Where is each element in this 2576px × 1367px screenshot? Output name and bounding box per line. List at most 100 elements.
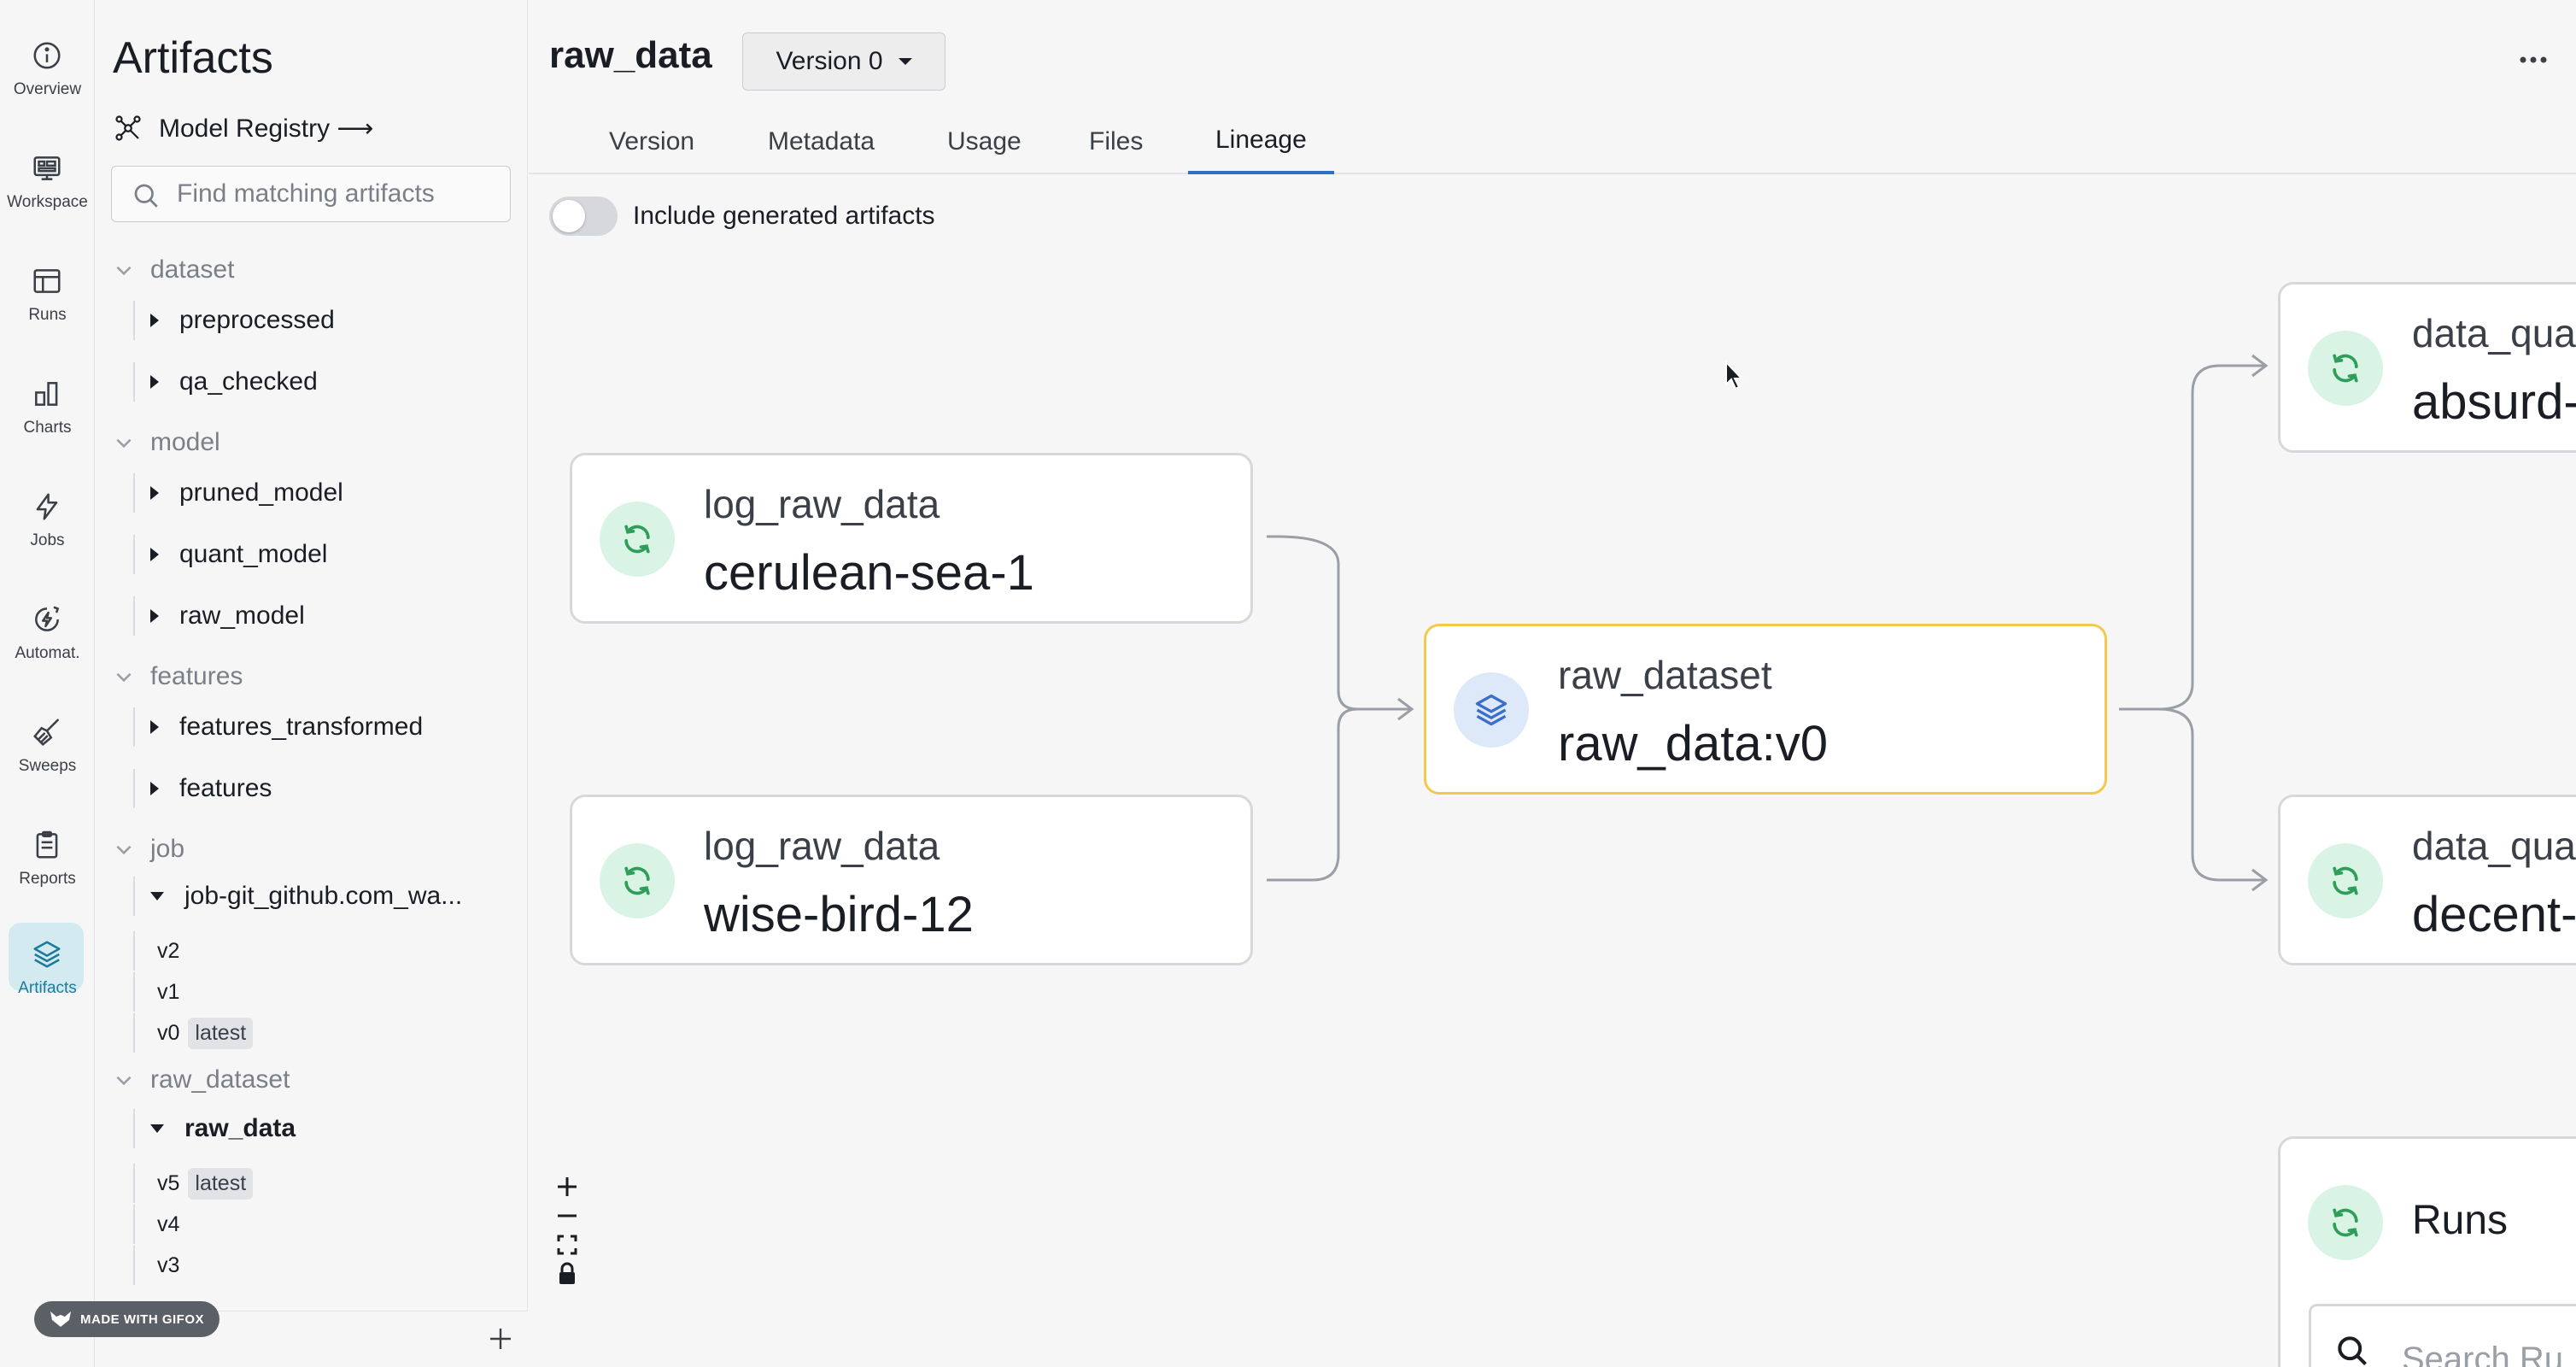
version-item[interactable]: v5 latest [133,1164,509,1203]
rail-item-artifacts[interactable]: Artifacts [0,923,95,1017]
run-node-decent[interactable]: data_qua decent- [2278,795,2576,965]
version-label: v4 [157,1212,180,1236]
tree-item-label: job-git_github.com_wa... [184,882,463,910]
run-node-wise-bird-12[interactable]: log_raw_data wise-bird-12 [570,795,1253,965]
version-select[interactable]: Version 0 [742,32,946,91]
zoom-in-icon[interactable] [553,1172,582,1201]
rail-item-overview[interactable]: Overview [0,24,95,118]
group-dataset[interactable]: dataset [113,251,234,289]
version-item[interactable]: v2 [133,931,509,971]
rail-item-runs[interactable]: Runs [0,249,95,343]
chevron-down-icon [116,845,132,855]
run-node-cerulean-sea-1[interactable]: log_raw_data cerulean-sea-1 [570,453,1253,624]
tree-item-pruned-model[interactable]: pruned_model [133,473,509,513]
tree-item-preprocessed[interactable]: preprocessed [133,301,509,340]
tab-usage[interactable]: Usage [947,127,1022,155]
arrowhead [2251,868,2269,892]
tab-metadata[interactable]: Metadata [768,127,875,155]
tree-item-raw-model[interactable]: raw_model [133,596,509,636]
version-item[interactable]: v3 [133,1246,509,1285]
refresh-icon [2333,1208,2358,1237]
group-model[interactable]: model [113,424,220,461]
tree-item-qa-checked[interactable]: qa_checked [133,362,509,402]
artifact-main: raw_data Version 0 Version Metadata Usag… [529,0,2576,1367]
zoom-out-icon[interactable] [553,1201,582,1230]
refresh-icon [2333,354,2358,383]
tree-item-features-transformed[interactable]: features_transformed [133,707,509,747]
tab-files[interactable]: Files [1089,127,1144,155]
node-type: log_raw_data [704,824,940,868]
artifact-node-raw-data-v0[interactable]: raw_dataset raw_data:v0 [1424,624,2107,795]
rail-item-reports[interactable]: Reports [0,813,95,907]
group-label: model [150,428,220,456]
node-type: raw_dataset [1558,653,1772,697]
edge-raw-data-to-absurd [2119,364,2266,711]
rail-item-charts[interactable]: Charts [0,362,95,456]
latest-badge: latest [188,1167,254,1200]
sidebar-title: Artifacts [113,33,273,83]
page-title: raw_data [549,34,712,76]
tree-item-label: quant_model [179,540,328,568]
run-icon-badge [2308,1185,2383,1260]
group-job[interactable]: job [113,830,184,868]
artifact-search[interactable] [111,166,511,222]
caret-right-icon [150,375,159,389]
version-label: v1 [157,979,180,1004]
group-label: dataset [150,255,235,284]
version-label: v3 [157,1253,180,1277]
plus-icon[interactable] [485,1323,516,1354]
group-features[interactable]: features [113,658,243,695]
run-icon-badge [2308,331,2383,406]
run-icon-badge [2308,843,2383,918]
version-item[interactable]: v1 [133,972,509,1012]
tree-item-raw-data[interactable]: raw_data [133,1109,509,1148]
lock-icon[interactable] [553,1259,582,1288]
tree-item-label: features_transformed [179,713,424,741]
rail-label: Automat. [15,644,80,662]
toggle-label: Include generated artifacts [633,202,935,230]
group-label: raw_dataset [150,1065,290,1094]
tree-item-features[interactable]: features [133,769,509,808]
tab-version[interactable]: Version [609,127,695,155]
version-item[interactable]: v4 [133,1205,509,1244]
include-generated-toggle[interactable] [549,197,618,236]
refresh-icon [624,866,650,895]
mouse-cursor-icon [1725,361,1744,390]
tree-item-label: raw_model [179,601,305,630]
node-name: cerulean-sea-1 [704,545,1034,601]
tree-item-quant-model[interactable]: quant_model [133,535,509,574]
chevron-down-icon [116,672,132,683]
runs-panel-title: Runs [2412,1198,2509,1243]
chevron-down-icon [116,266,132,276]
include-generated-toggle-row: Include generated artifacts [549,195,935,238]
group-raw-dataset[interactable]: raw_dataset [113,1061,290,1099]
rail-item-automations[interactable]: Automat. [0,588,95,682]
more-options-icon[interactable] [2516,51,2550,68]
chevron-down-icon [116,1076,132,1086]
arrowhead [2251,354,2269,378]
tree-item-job-git[interactable]: job-git_github.com_wa... [133,877,509,916]
rail-item-workspace[interactable]: Workspace [0,137,95,231]
version-label: v5 [157,1170,180,1195]
info-icon [33,42,61,69]
search-input[interactable] [177,175,501,213]
node-name: raw_data:v0 [1558,716,1828,772]
rail-label: Workspace [7,193,88,211]
node-name: wise-bird-12 [704,887,974,942]
fit-view-icon[interactable] [553,1230,582,1259]
model-registry-link[interactable]: Model Registry ⟶ [113,109,373,147]
run-node-absurd[interactable]: data_qua absurd- [2278,282,2576,453]
group-label: features [150,662,243,690]
rail-label: Sweeps [18,757,77,775]
clipboard-icon [36,830,58,859]
version-label: v0 [157,1020,180,1045]
runs-search-input[interactable]: Search Ru [2309,1304,2576,1367]
gifox-badge: MADE WITH GIFOX [34,1301,220,1337]
lineage-edges [1267,354,2269,892]
gifox-label: MADE WITH GIFOX [80,1311,204,1327]
rail-item-sweeps[interactable]: Sweeps [0,701,95,795]
tab-lineage[interactable]: Lineage [1188,109,1334,174]
rail-item-jobs[interactable]: Jobs [0,475,95,569]
